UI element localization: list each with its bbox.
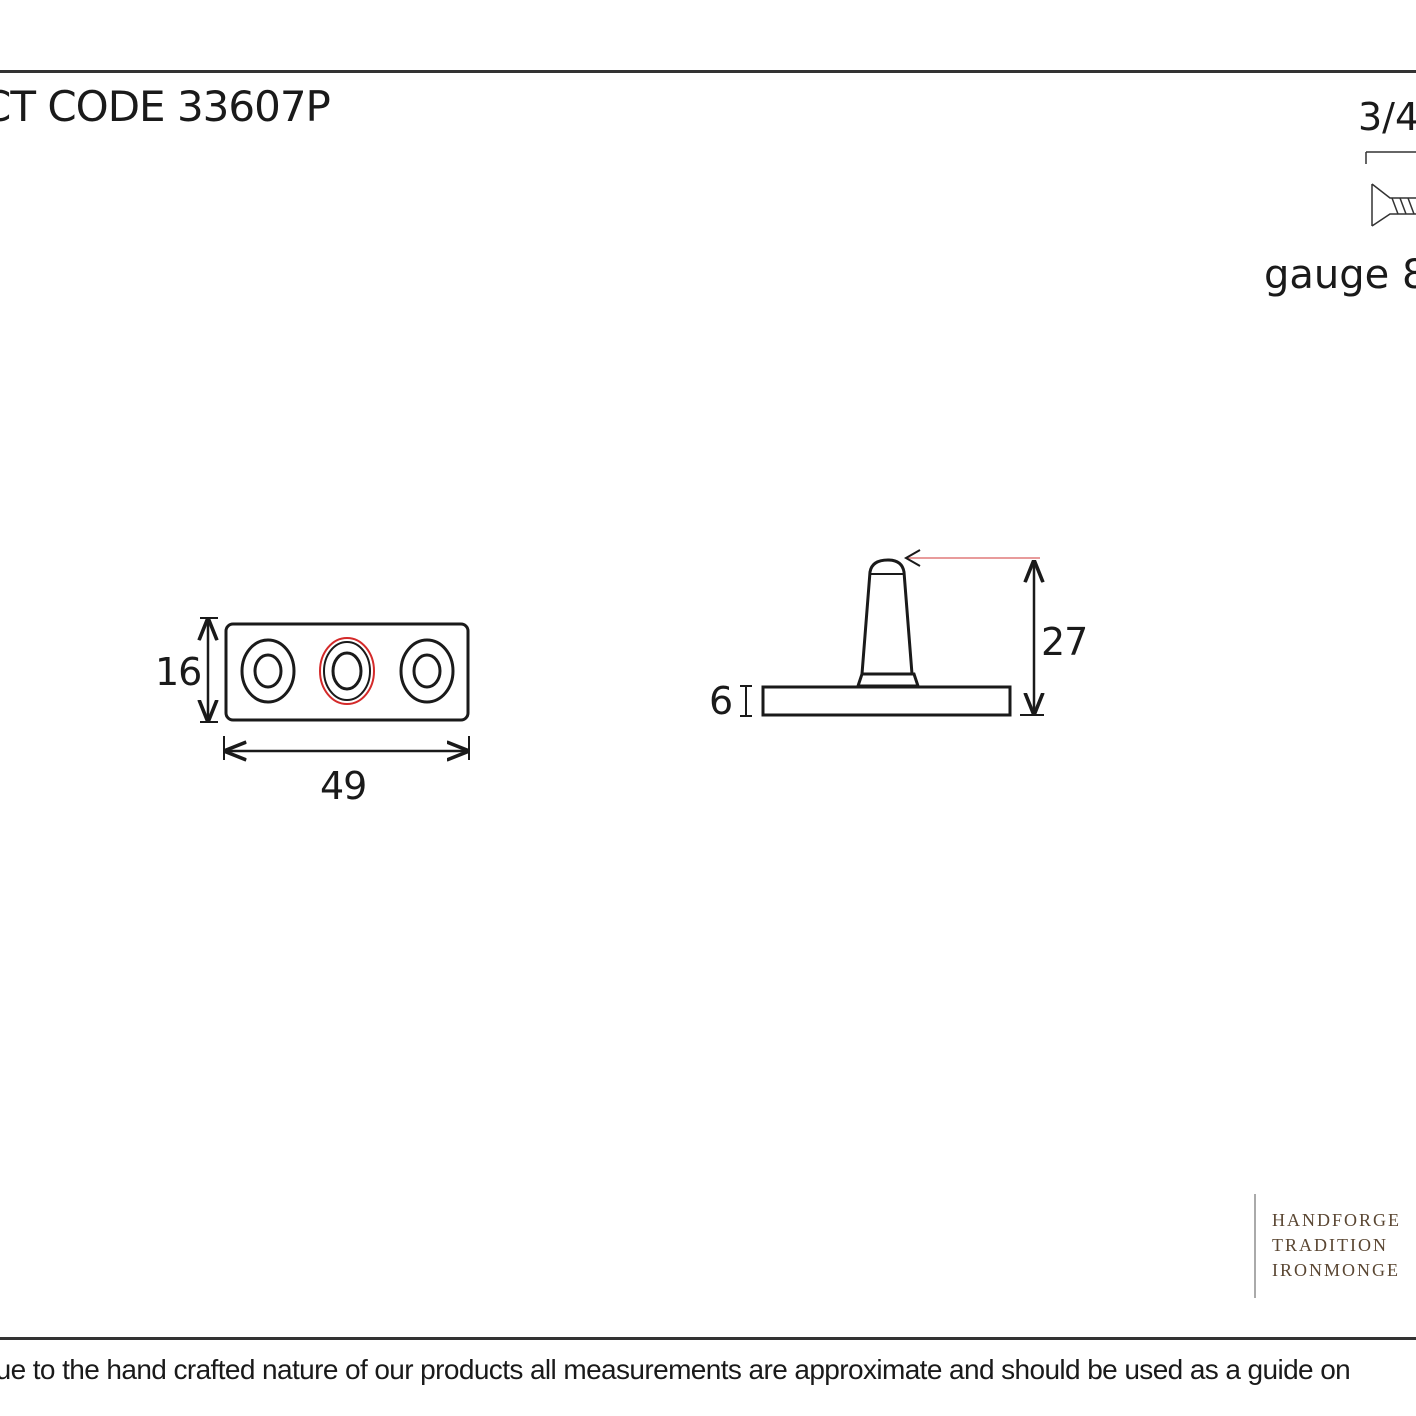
screw-icon — [1365, 151, 1416, 227]
measurement-disclaimer: Due to the hand crafted nature of our pr… — [0, 1354, 1351, 1385]
pin-height-label: 27 — [1041, 620, 1088, 664]
top-border — [0, 70, 1416, 73]
pin-side-view — [740, 549, 1044, 717]
countersunk-hole-icon-right — [399, 638, 455, 704]
brand-logo-text: HANDFORGE TRADITION IRONMONGE — [1272, 1208, 1401, 1283]
product-code: CT CODE 33607P — [0, 82, 331, 131]
brand-line-1: HANDFORGE — [1272, 1210, 1402, 1230]
countersunk-hole-icon-left — [240, 638, 296, 704]
bottom-border — [0, 1337, 1416, 1340]
brand-line-3: IRONMONGE — [1272, 1260, 1400, 1280]
screw-gauge-label: gauge 8 — [1264, 252, 1416, 298]
brand-divider — [1254, 1194, 1256, 1298]
plate-height-label: 16 — [155, 650, 202, 694]
base-thickness-label: 6 — [709, 679, 733, 723]
plate-width-label: 49 — [320, 764, 367, 808]
screw-size-label: 3/4 — [1358, 95, 1416, 139]
countersunk-hole-icon-center — [319, 637, 375, 705]
brand-line-2: TRADITION — [1272, 1235, 1388, 1255]
plate-top-view — [200, 617, 470, 760]
